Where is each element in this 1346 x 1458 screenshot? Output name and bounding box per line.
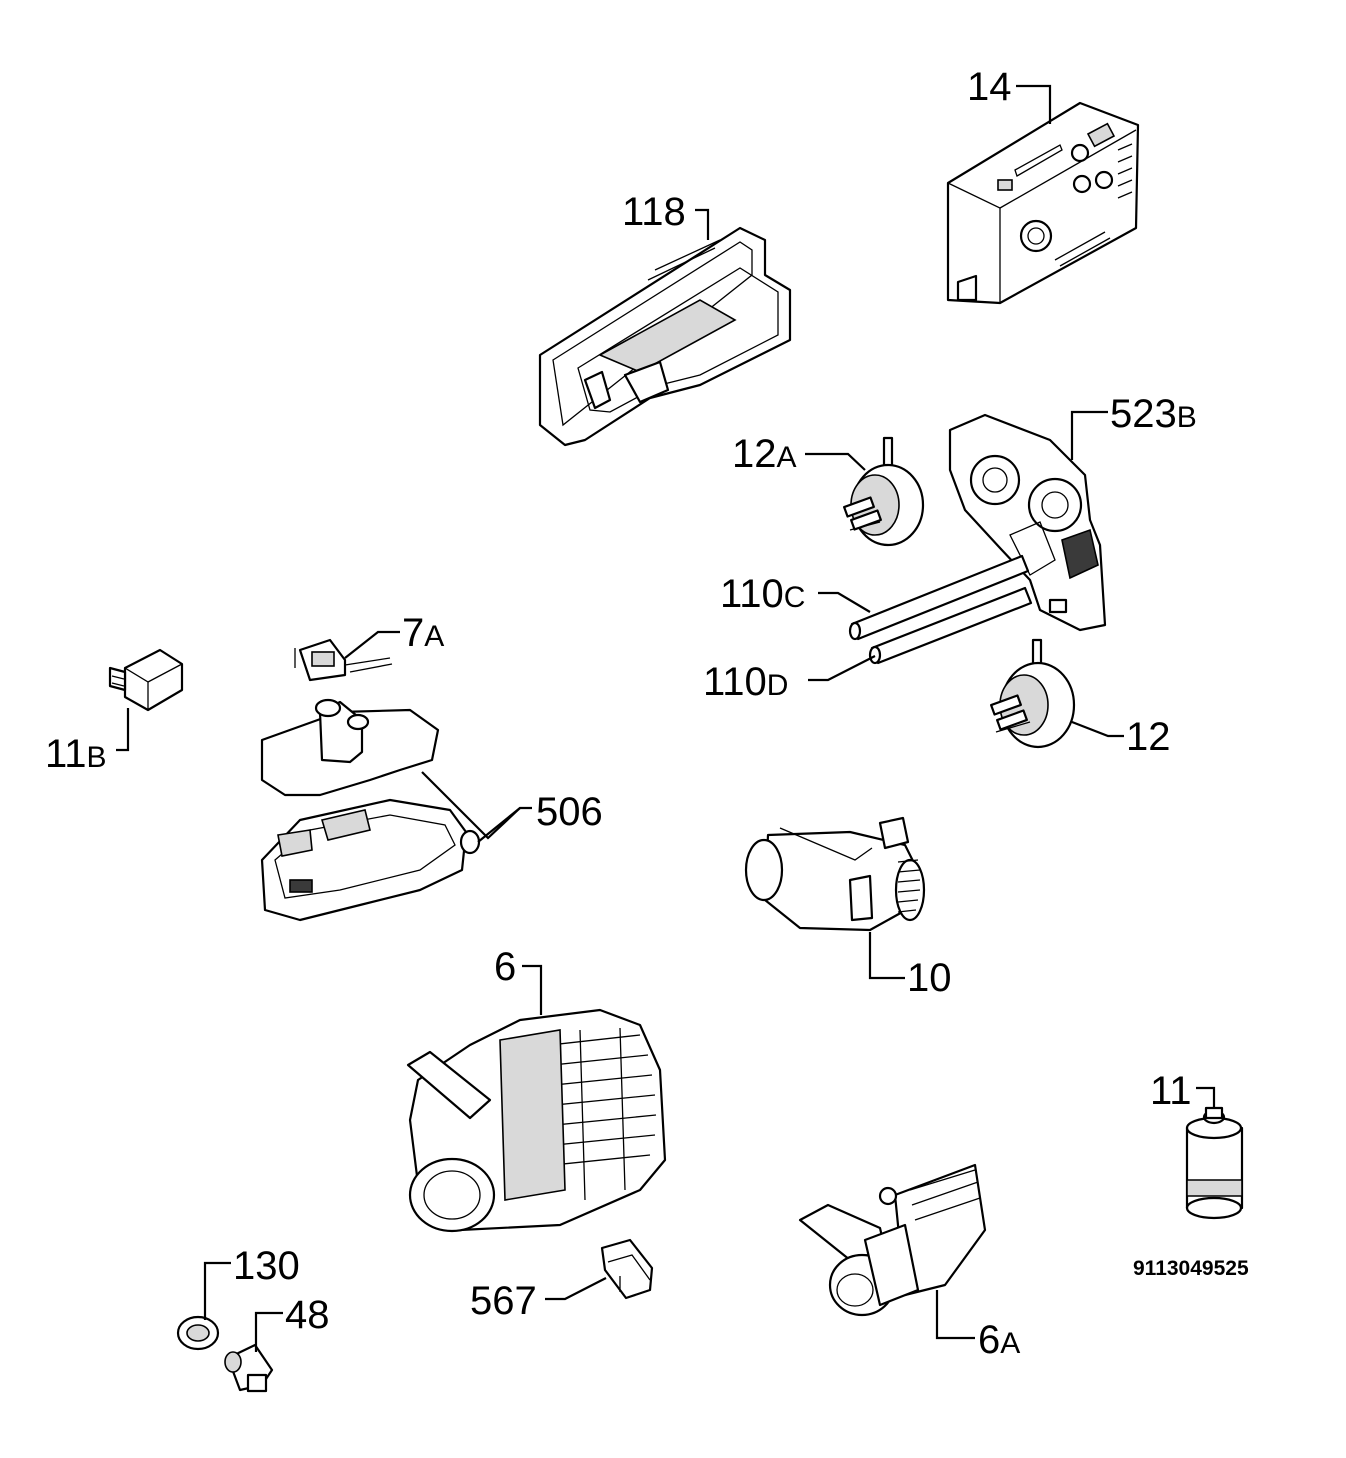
label-48: 48: [285, 1293, 330, 1337]
part-11b-relay: [108, 648, 184, 712]
leader-48: [254, 1311, 283, 1352]
label-6: 6: [494, 945, 516, 989]
leader-14: [1016, 84, 1052, 124]
leader-10: [868, 932, 905, 980]
label-110c: 110C: [720, 572, 805, 616]
leader-130: [203, 1261, 231, 1320]
label-12: 12: [1126, 715, 1171, 759]
part-110-hoses: [848, 554, 1033, 665]
part-12-pressure-switch: [990, 638, 1076, 749]
part-523b-bracket: [948, 413, 1107, 632]
leader-506a: [421, 771, 532, 840]
label-523b: 523B: [1110, 392, 1197, 436]
leader-567: [545, 1277, 607, 1301]
part-12a-pressure-switch: [843, 436, 925, 547]
leader-11b: [116, 708, 130, 752]
part-10-heater: [744, 816, 926, 932]
leader-7a: [344, 630, 400, 659]
leader-12a: [805, 452, 866, 471]
leader-523b: [1070, 410, 1108, 460]
label-12a: 12A: [732, 432, 797, 476]
part-506-water-softener: [260, 698, 481, 922]
part-11-capacitor: [1185, 1106, 1244, 1220]
label-567: 567: [470, 1279, 537, 1323]
label-118: 118: [622, 190, 686, 234]
label-130: 130: [233, 1244, 300, 1288]
leader-110d: [808, 655, 876, 682]
label-506: 506: [536, 790, 603, 834]
leader-110c: [818, 591, 871, 613]
part-48-plug: [224, 1343, 274, 1393]
label-11b: 11B: [45, 732, 107, 776]
part-118-dispenser: [538, 226, 792, 447]
label-7a: 7A: [402, 611, 444, 655]
label-10: 10: [907, 956, 952, 1000]
leader-118: [695, 208, 710, 240]
leader-6: [522, 964, 543, 1015]
leader-12: [1071, 720, 1124, 738]
part-6a-drain-pump: [798, 1163, 987, 1317]
leader-506b: [477, 807, 521, 843]
part-6-circulation-pump: [406, 1008, 667, 1233]
label-6a: 6A: [978, 1318, 1020, 1362]
label-14: 14: [967, 65, 1012, 109]
part-7a-switch: [294, 638, 393, 682]
label-110d: 110D: [703, 660, 788, 704]
part-14-control-module: [946, 101, 1140, 305]
part-567-clip: [600, 1238, 654, 1300]
label-11: 11: [1150, 1069, 1192, 1113]
leader-6a: [935, 1290, 975, 1340]
diagram-code: 9113049525: [1133, 1257, 1249, 1280]
leader-11: [1196, 1086, 1216, 1108]
part-130-seal: [176, 1315, 220, 1351]
